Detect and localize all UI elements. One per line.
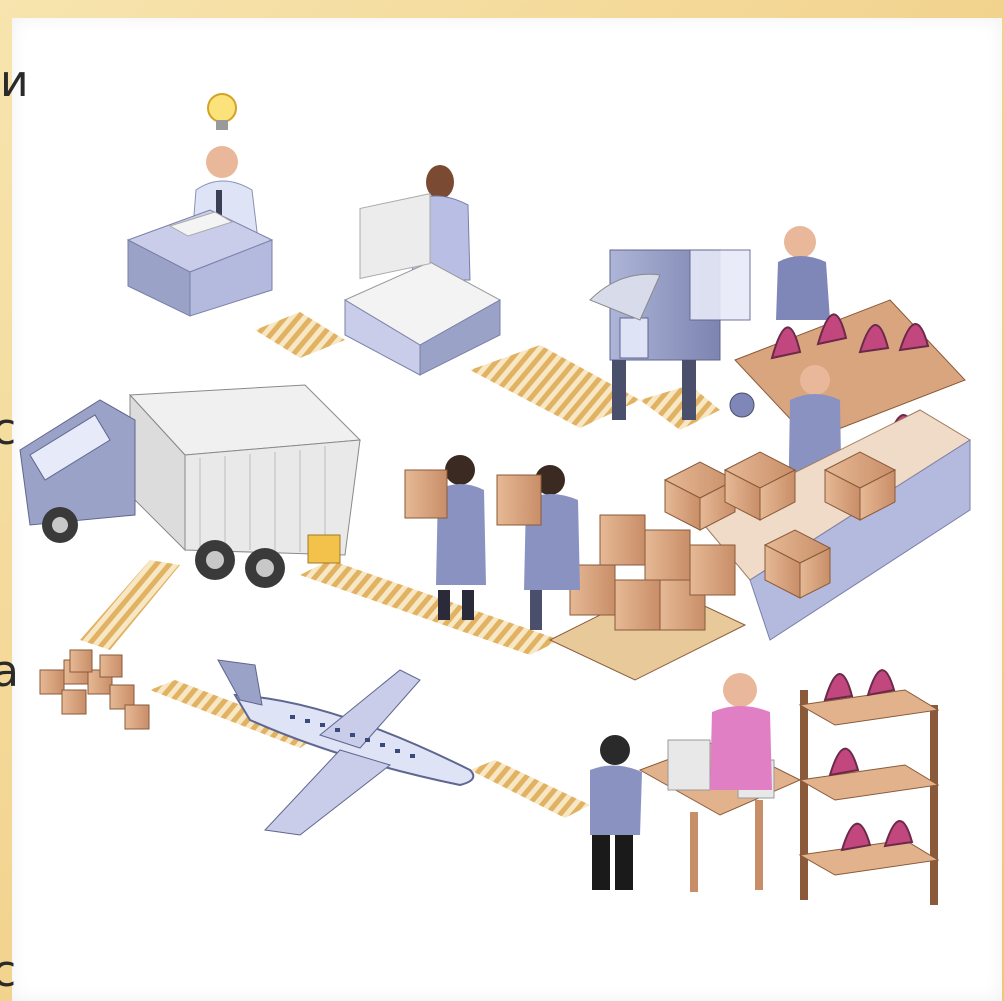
airplane xyxy=(218,660,473,835)
idea-desk-scene xyxy=(128,94,272,316)
pallet-boxes xyxy=(550,515,745,680)
delivery-truck xyxy=(20,385,360,588)
display-shelves xyxy=(800,670,938,905)
lightbulb-icon xyxy=(208,94,236,122)
designer-scene xyxy=(345,165,500,375)
small-box-stack xyxy=(40,650,149,729)
retail-counter xyxy=(590,673,800,892)
